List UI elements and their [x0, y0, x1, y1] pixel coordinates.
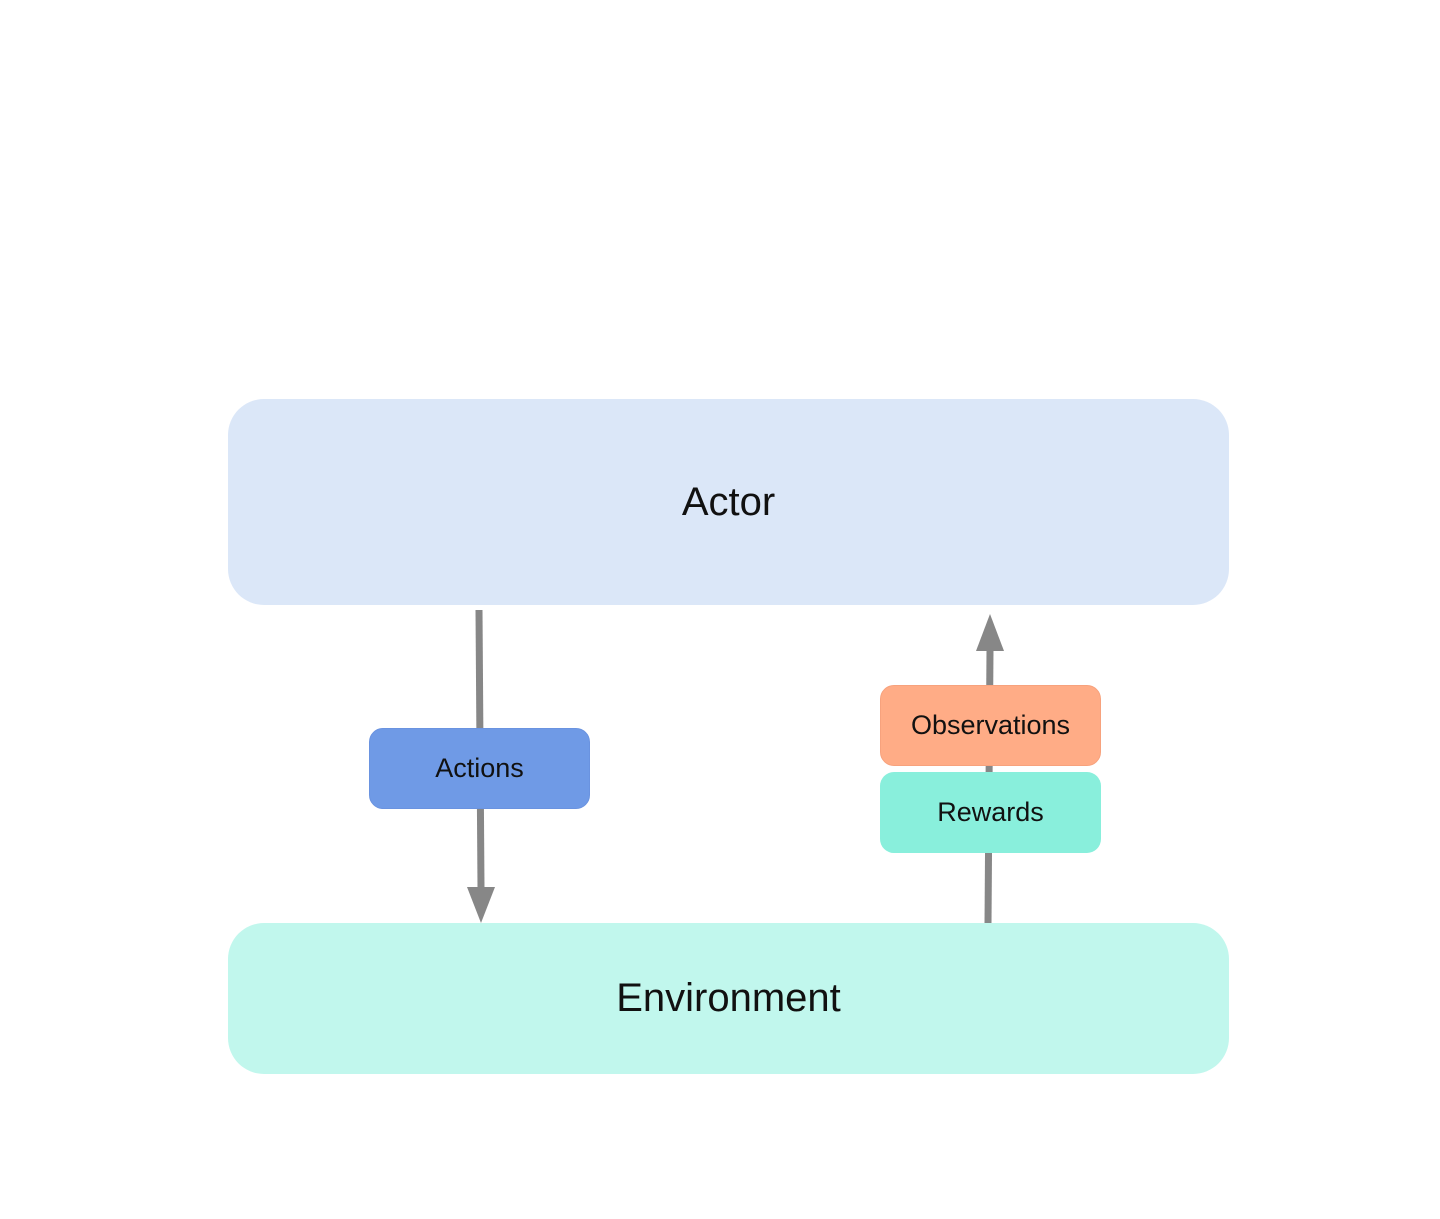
rewards-box: Rewards — [880, 772, 1101, 853]
actions-arrowhead — [467, 887, 495, 923]
actions-box: Actions — [369, 728, 590, 809]
observations-label: Observations — [910, 710, 1071, 740]
actions-label: Actions — [435, 753, 524, 783]
feedback-arrowhead — [976, 614, 1004, 651]
actor-box: Actor — [228, 399, 1229, 605]
feedback-arrow — [976, 614, 1004, 925]
rewards-label: Rewards — [937, 797, 1044, 827]
environment-label: Environment — [616, 976, 841, 1020]
observations-box: Observations — [880, 685, 1101, 766]
environment-box: Environment — [228, 923, 1229, 1074]
actor-label: Actor — [681, 479, 776, 524]
